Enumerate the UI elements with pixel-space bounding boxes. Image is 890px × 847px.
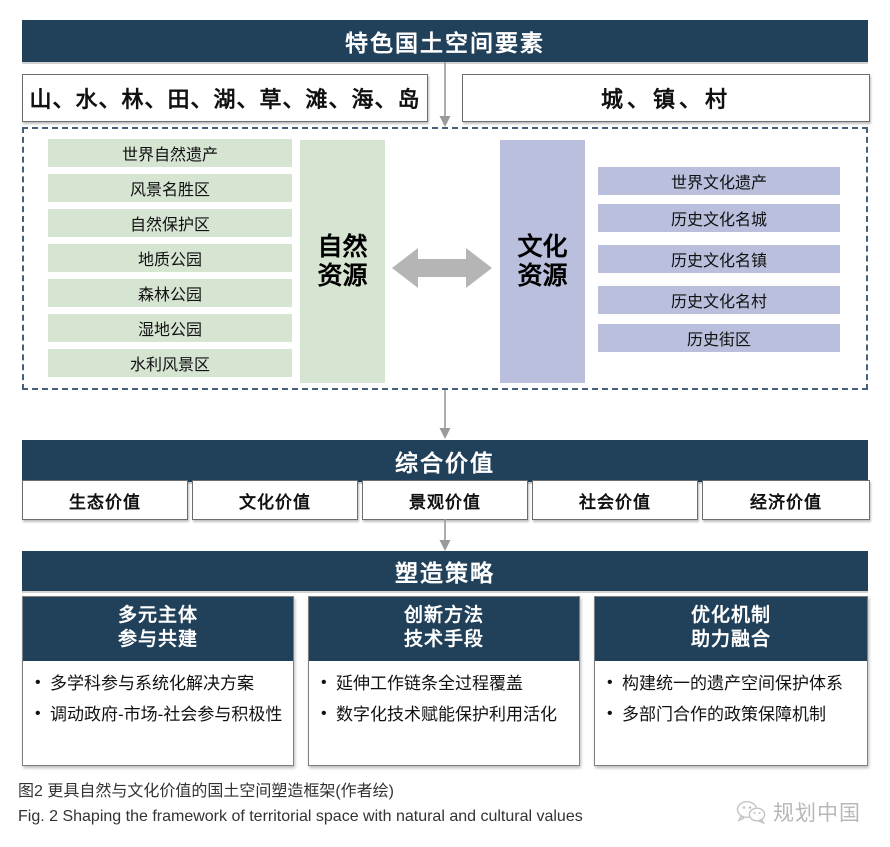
- strategy-header-line-1: 创新方法: [403, 605, 484, 626]
- strategy-header-line-1: 优化机制: [690, 605, 771, 626]
- natural-resource-item: 地质公园: [48, 244, 292, 272]
- pillar-line-2: 资源: [317, 261, 368, 290]
- element-group-natural: 山、水、林、田、湖、草、滩、海、岛: [22, 74, 428, 122]
- strategy-bullet: 构建统一的遗产空间保护体系: [605, 672, 859, 696]
- strategy-bullet-list: 构建统一的遗产空间保护体系 多部门合作的政策保障机制: [595, 661, 867, 728]
- cultural-resource-item: 历史文化名村: [598, 286, 840, 314]
- strategy-bullet-list: 多学科参与系统化解决方案 调动政府-市场-社会参与积极性: [23, 661, 293, 728]
- watermark: 规划中国: [736, 797, 861, 827]
- value-box: 生态价值: [22, 480, 188, 520]
- double-headed-arrow-icon: [392, 248, 492, 288]
- strategy-bullet: 数字化技术赋能保护利用活化: [319, 703, 571, 727]
- wechat-icon: [736, 800, 766, 824]
- strategy-column-header: 优化机制 助力融合: [595, 597, 867, 661]
- connector-arrow-value-to-strategy: [439, 519, 451, 551]
- strategy-column: 创新方法 技术手段 延伸工作链条全过程覆盖 数字化技术赋能保护利用活化: [308, 596, 580, 766]
- strategy-column-header: 创新方法 技术手段: [309, 597, 579, 661]
- natural-resource-item: 自然保护区: [48, 209, 292, 237]
- natural-resource-item: 森林公园: [48, 279, 292, 307]
- value-box: 经济价值: [702, 480, 870, 520]
- value-box: 社会价值: [532, 480, 698, 520]
- pillar-line-2: 资源: [517, 261, 568, 290]
- value-box: 文化价值: [192, 480, 358, 520]
- natural-resource-item: 湿地公园: [48, 314, 292, 342]
- value-box: 景观价值: [362, 480, 528, 520]
- value-section-title-bar: 综合价值: [22, 440, 868, 482]
- connector-arrow-resources-to-value: [439, 390, 451, 439]
- strategy-column: 优化机制 助力融合 构建统一的遗产空间保护体系 多部门合作的政策保障机制: [594, 596, 868, 766]
- natural-resource-item: 风景名胜区: [48, 174, 292, 202]
- strategy-bullet: 多部门合作的政策保障机制: [605, 703, 859, 727]
- strategy-header-line-2: 技术手段: [403, 628, 484, 650]
- strategy-section-title-bar: 塑造策略: [22, 551, 868, 591]
- strategy-header-line-2: 助力融合: [690, 628, 771, 650]
- strategy-bullet-list: 延伸工作链条全过程覆盖 数字化技术赋能保护利用活化: [309, 661, 579, 728]
- natural-resource-item: 水利风景区: [48, 349, 292, 377]
- pillar-line-1: 自然: [317, 232, 368, 261]
- caption-english: Fig. 2 Shaping the framework of territor…: [18, 807, 583, 825]
- figure-caption: 图2 更具自然与文化价值的国土空间塑造框架(作者绘) Fig. 2 Shapin…: [18, 780, 738, 830]
- cultural-resource-item: 历史文化名城: [598, 204, 840, 232]
- watermark-text: 规划中国: [773, 802, 861, 825]
- natural-resource-item: 世界自然遗产: [48, 139, 292, 167]
- element-group-built: 城、镇、村: [462, 74, 870, 122]
- figure-title-bar: 特色国土空间要素: [22, 20, 868, 62]
- cultural-resource-item: 世界文化遗产: [598, 167, 840, 195]
- strategy-bullet: 延伸工作链条全过程覆盖: [319, 672, 571, 696]
- strategy-header-line-1: 多元主体: [117, 605, 198, 626]
- strategy-column: 多元主体 参与共建 多学科参与系统化解决方案 调动政府-市场-社会参与积极性: [22, 596, 294, 766]
- connector-arrow-header-to-resources: [439, 62, 451, 127]
- strategy-column-header: 多元主体 参与共建: [23, 597, 293, 661]
- strategy-bullet: 多学科参与系统化解决方案: [33, 672, 285, 696]
- strategy-bullet: 调动政府-市场-社会参与积极性: [33, 703, 285, 727]
- natural-resource-pillar: 自然 资源: [300, 140, 385, 383]
- cultural-resource-item: 历史文化名镇: [598, 245, 840, 273]
- strategy-header-line-2: 参与共建: [117, 628, 198, 650]
- pillar-line-1: 文化: [517, 232, 568, 261]
- cultural-resource-item: 历史街区: [598, 324, 840, 352]
- caption-chinese: 图2 更具自然与文化价值的国土空间塑造框架(作者绘): [18, 783, 395, 800]
- cultural-resource-pillar: 文化 资源: [500, 140, 585, 383]
